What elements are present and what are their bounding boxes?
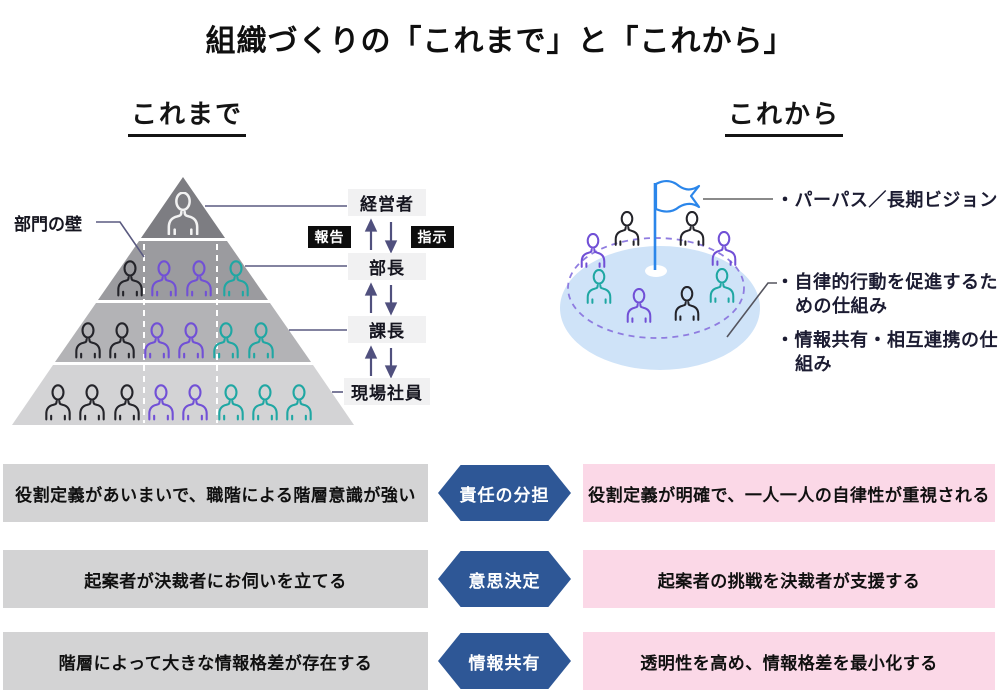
comparison-row1-before: 役割定義があいまいで、職階による階層意識が強い [3,464,428,522]
flag-base [645,265,667,277]
bullet-sharing-line2: 組み [795,354,832,374]
heading-after: これから [725,94,844,137]
level-label-department-head: 部長 [348,253,426,280]
table-ellipse [560,246,760,370]
level-connector-lines [96,205,347,393]
comparison-row1-topic: 責任の分担 [438,465,571,521]
comparison-row1-after: 役割定義が明確で、一人一人の自律性が重視される [583,464,995,522]
heading-before: これまで [128,94,247,137]
person-icon [679,211,705,246]
page-title: 組織づくりの「これまで」と「これから」 [205,25,795,58]
flag-icon [654,180,701,213]
level-label-field-staff: 現場社員 [344,378,430,405]
comparison-row2-before: 起案者が決裁者にお伺いを立てる [3,550,428,608]
bullet-autonomy-line2: めの仕組み [795,296,888,316]
level-label-section-chief: 課長 [348,316,426,343]
bullet-connector-lines [703,198,777,338]
department-wall-label: 部門の壁 [14,215,82,234]
pyramid-tier-3 [55,303,311,362]
comparison-row2-after: 起案者の挑戦を決裁者が支援する [583,550,995,608]
report-instruction-arrows [364,218,398,379]
comparison-row3-after: 透明性を高め、情報格差を最小化する [583,632,995,690]
comparison-row3-topic: 情報共有 [438,633,571,689]
report-tag: 報告 [308,226,351,248]
comparison-row2-topic: 意思決定 [438,551,571,607]
pyramid-tier-1 [141,177,225,238]
bullet-autonomy: ・自律的行動を促進するた めの仕組み [776,270,998,318]
circle-diagram [560,180,760,370]
comparison-row3-before: 階層によって大きな情報格差が存在する [3,632,428,690]
bullet-purpose-line: ・パーパス／長期ビジョン [776,190,998,210]
bullet-sharing: ・情報共有・相互連携の仕 組み [776,328,998,376]
bullet-autonomy-line1: ・自律的行動を促進するた [776,272,998,292]
department-wall-dashed-lines [143,244,218,423]
bullet-purpose: ・パーパス／長期ビジョン [776,188,998,212]
level-label-executive: 経営者 [348,189,426,216]
pyramid-tier-4 [12,365,354,425]
instruction-tag: 指示 [411,226,454,248]
bullet-sharing-line1: ・情報共有・相互連携の仕 [776,330,998,350]
